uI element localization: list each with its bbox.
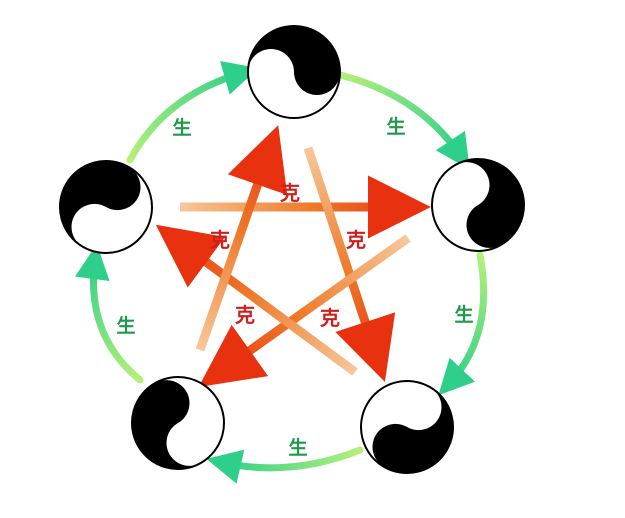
ke-labels: 克 克 克 克 克 (210, 181, 366, 330)
sheng-label: 生 (454, 303, 473, 326)
yin-yang-icon (360, 380, 454, 474)
sheng-labels: 生 生 生 生 生 (116, 115, 473, 459)
sheng-label: 生 (116, 314, 135, 337)
sheng-label: 生 (172, 116, 191, 139)
sheng-label: 生 (288, 436, 307, 459)
sheng-arrow (206, 446, 364, 484)
yin-yang-nodes (59, 25, 525, 474)
ke-arrow (198, 234, 411, 387)
sheng-arrow (74, 244, 144, 384)
ke-arrow (155, 224, 358, 376)
ke-label: 克 (280, 181, 300, 205)
sheng-arrow (438, 251, 488, 396)
sheng-label: 生 (386, 115, 405, 138)
sheng-arrow (126, 60, 259, 164)
ke-label: 克 (320, 306, 340, 330)
ke-label: 克 (235, 303, 255, 327)
ke-label: 克 (210, 228, 230, 252)
sheng-cycle (74, 60, 488, 484)
yin-yang-icon (247, 25, 341, 119)
ke-cycle (155, 125, 431, 387)
yin-yang-icon (431, 158, 525, 252)
ke-arrow (195, 125, 288, 352)
sheng-arrow (336, 71, 470, 170)
yin-yang-icon (59, 160, 153, 254)
ke-label: 克 (346, 228, 366, 252)
ke-arrow (303, 146, 396, 382)
yin-yang-icon (131, 376, 225, 470)
